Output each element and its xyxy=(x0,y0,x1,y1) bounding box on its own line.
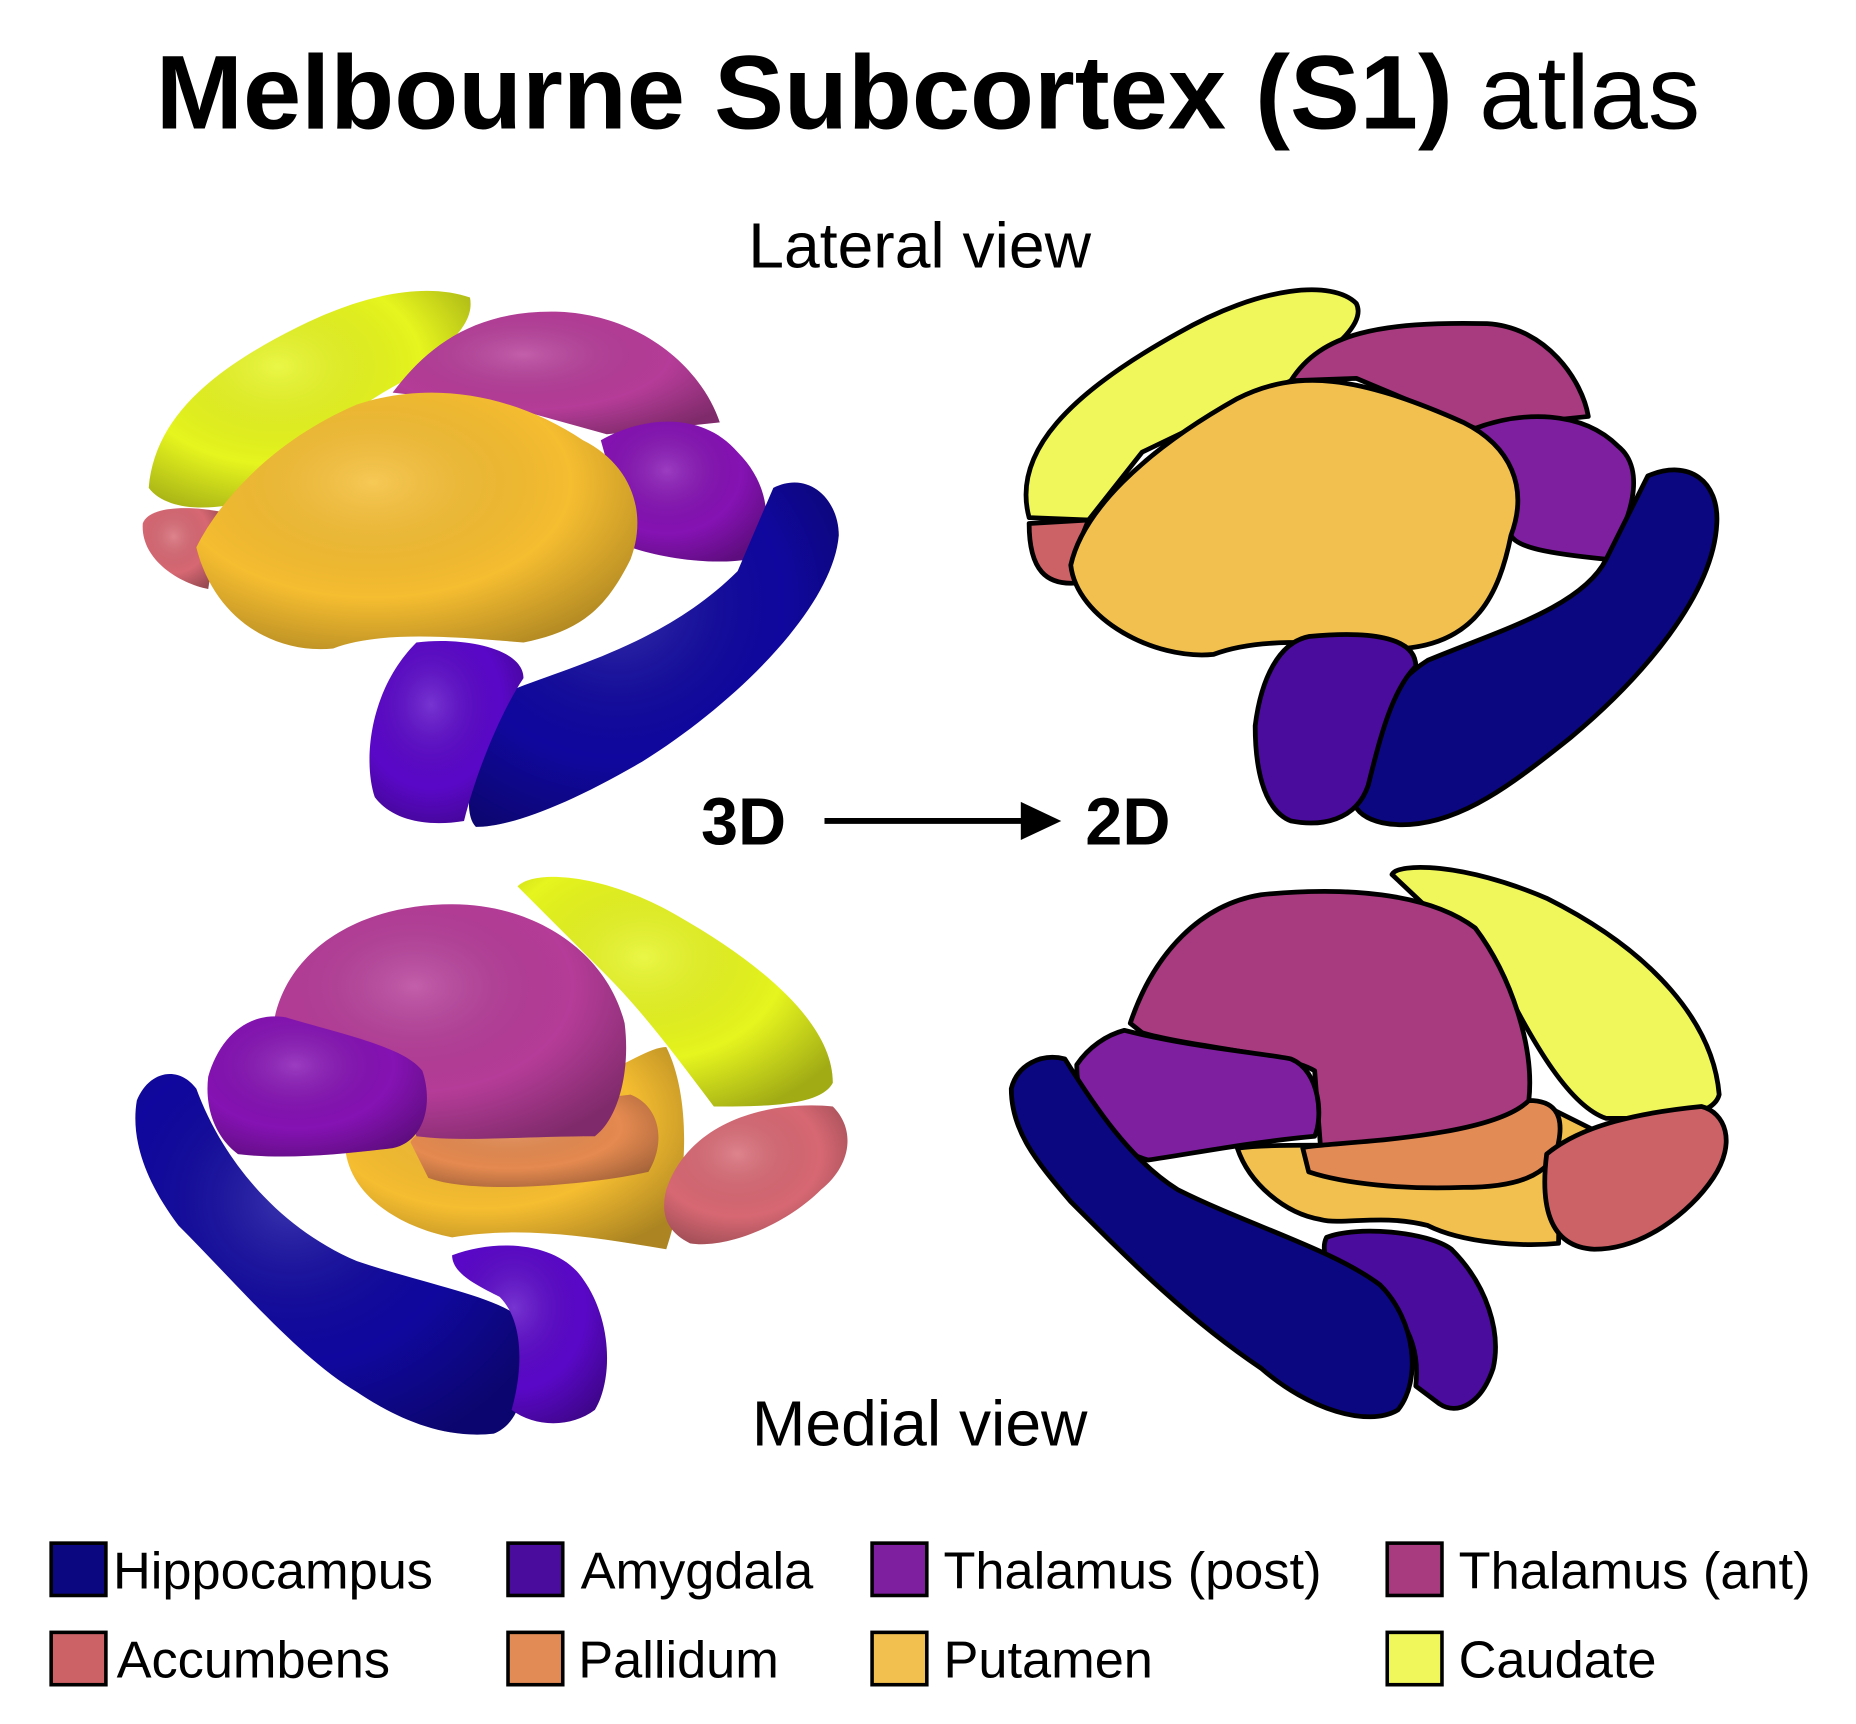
label-2d: 2D xyxy=(1085,786,1170,860)
lateral-view-label: Lateral view xyxy=(748,210,1091,282)
legend-label: Thalamus (ant) xyxy=(1459,1542,1811,1600)
figure-title: Melbourne Subcortex (S1)atlas xyxy=(156,35,1700,152)
legend-item-thalamus-post: Thalamus (post) xyxy=(870,1541,1322,1600)
lateral-2d-diagram xyxy=(1023,287,1720,828)
shading-overlay xyxy=(135,1073,526,1435)
shading-overlay xyxy=(664,1105,848,1245)
conversion-arrow: 3D 2D xyxy=(701,786,1170,860)
medial-view-label: Medial view xyxy=(752,1388,1088,1460)
shading-overlay xyxy=(392,311,720,435)
amygdala-2d xyxy=(1252,632,1419,826)
medial-2d-diagram xyxy=(1008,865,1729,1420)
shading-overlay xyxy=(142,508,221,589)
legend-swatch xyxy=(870,1541,929,1598)
legend-item-caudate: Caudate xyxy=(1385,1630,1657,1690)
hippocampus-2d-medial xyxy=(1008,1055,1415,1420)
shading-overlay xyxy=(369,641,524,824)
legend-swatch xyxy=(49,1541,108,1598)
hippocampus-2d xyxy=(1350,467,1720,828)
thalamus-ant-2d xyxy=(1288,320,1591,431)
medial-3d-render xyxy=(135,876,848,1435)
legend-label: Thalamus (post) xyxy=(943,1542,1321,1600)
shading-overlay xyxy=(148,290,471,508)
legend-swatch xyxy=(1385,1541,1444,1598)
shading-overlay xyxy=(452,1245,608,1424)
legend-label: Hippocampus xyxy=(113,1542,433,1600)
legend-item-accumbens: Accumbens xyxy=(49,1630,390,1690)
pallidum-2d-medial xyxy=(1300,1098,1563,1191)
legend-label: Pallidum xyxy=(578,1632,779,1690)
label-3d: 3D xyxy=(701,786,786,860)
shading-overlay xyxy=(207,1016,427,1157)
arrow-head-icon xyxy=(1020,801,1062,840)
legend-swatch xyxy=(1385,1630,1444,1687)
legend-label: Amygdala xyxy=(581,1542,815,1600)
legend-item-hippocampus: Hippocampus xyxy=(49,1541,433,1600)
legend-item-pallidum: Pallidum xyxy=(506,1630,779,1690)
shading-overlay xyxy=(196,392,638,650)
accumbens-2d-medial xyxy=(1542,1104,1729,1252)
shading-overlay xyxy=(600,421,767,562)
legend-swatch xyxy=(870,1630,929,1687)
legend-label: Accumbens xyxy=(117,1632,390,1690)
legend-item-amygdala: Amygdala xyxy=(506,1541,815,1600)
legend-item-thalamus-ant: Thalamus (ant) xyxy=(1385,1541,1811,1600)
legend-swatch xyxy=(506,1541,565,1598)
shading-overlay xyxy=(517,876,833,1107)
legend-swatch xyxy=(506,1630,565,1687)
lateral-3d-render xyxy=(142,290,839,827)
legend: Hippocampus Amygdala Thalamus (post) Tha… xyxy=(49,1541,1811,1690)
legend-label: Putamen xyxy=(943,1632,1152,1690)
legend-swatch xyxy=(49,1630,108,1687)
legend-label: Caudate xyxy=(1459,1632,1657,1690)
legend-item-putamen: Putamen xyxy=(870,1630,1153,1690)
shading-overlay xyxy=(273,904,627,1139)
shading-overlay xyxy=(468,482,839,827)
putamen-2d xyxy=(1068,378,1521,658)
